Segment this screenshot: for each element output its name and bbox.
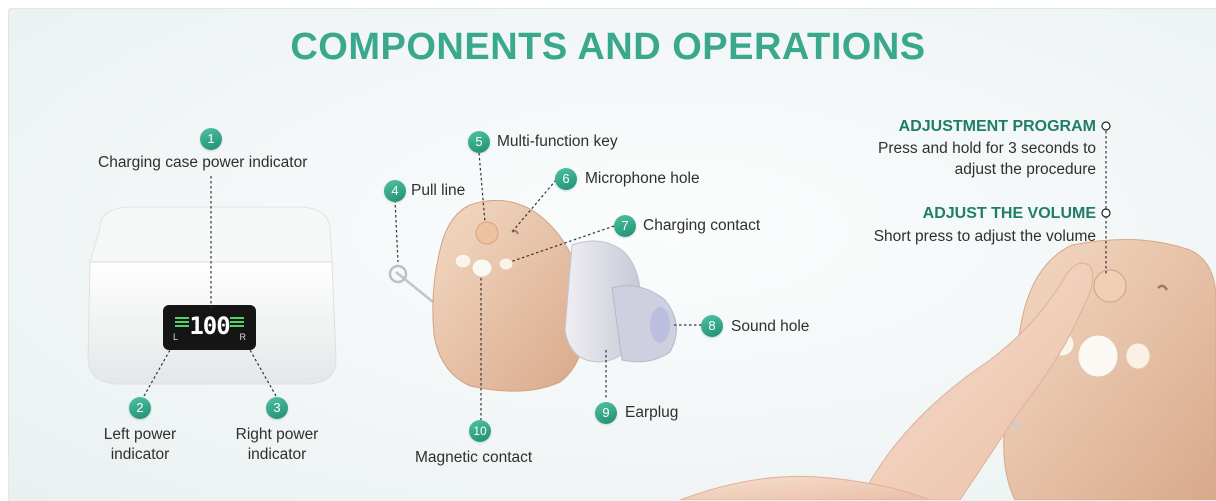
display-bars-left: [175, 317, 189, 329]
callout-badge-8: 8: [701, 315, 723, 337]
hearing-aid: [388, 199, 677, 392]
display-bars-right: [230, 317, 244, 329]
callout-label-2-line1: Left power: [103, 426, 177, 443]
case-display-screen: [163, 305, 256, 350]
operation-desc-line: Short press to adjust the volume: [873, 228, 1096, 245]
left-contact: [454, 253, 472, 269]
callout-badge-5: 5: [468, 131, 490, 153]
callout-label-9: Earplug: [625, 404, 679, 421]
pull-line-ring: [388, 264, 408, 284]
operation-desc-adjustment-program: Press and hold for 3 seconds to adjust t…: [878, 138, 1096, 180]
multi-function-key: [475, 221, 499, 245]
callout-label-3: Right power indicator: [217, 425, 337, 465]
op-marker-1: [1101, 121, 1111, 131]
operation-desc-adjust-volume: Short press to adjust the volume: [874, 226, 1096, 247]
callout-label-2-line2: indicator: [110, 446, 170, 463]
charging-case: [87, 206, 337, 385]
callout-label-1: Charging case power indicator: [98, 154, 308, 171]
callout-badge-3: 3: [266, 397, 288, 419]
callout-badge-1: 1: [200, 128, 222, 150]
callout-badge-10: 10: [469, 420, 491, 442]
magnetic-contact-pad: [471, 258, 493, 278]
display-value: 100: [189, 312, 230, 340]
device-button: [1093, 269, 1127, 303]
callout-label-8: Sound hole: [731, 318, 810, 335]
operation-desc-line: adjust the procedure: [954, 161, 1096, 178]
callout-label-3-line1: Right power: [235, 426, 319, 443]
callout-label-4: Pull line: [411, 182, 466, 199]
callout-label-3-line2: indicator: [247, 446, 307, 463]
op-marker-2: [1101, 208, 1111, 218]
operation-heading-adjust-volume: ADJUST THE VOLUME: [922, 205, 1096, 222]
operation-desc-line: Press and hold for 3 seconds to: [878, 140, 1096, 157]
page-title: COMPONENTS AND OPERATIONS: [290, 26, 926, 68]
hand-with-device: [679, 239, 1216, 500]
callout-badge-6: 6: [555, 168, 577, 190]
callout-badge-4: 4: [384, 180, 406, 202]
callout-badge-7: 7: [614, 215, 636, 237]
callout-badge-2: 2: [129, 397, 151, 419]
charging-contact-pad: [498, 257, 514, 271]
callout-label-2: Left power indicator: [80, 425, 200, 465]
display-left-letter: L: [173, 332, 179, 342]
callout-label-5: Multi-function key: [497, 133, 618, 150]
callout-label-6: Microphone hole: [585, 170, 700, 187]
callout-label-7: Charging contact: [643, 217, 761, 234]
operation-heading-adjustment-program: ADJUSTMENT PROGRAM: [898, 118, 1096, 135]
callout-badge-9: 9: [595, 402, 617, 424]
callout-label-10: Magnetic contact: [415, 449, 533, 466]
case-display: 100 L R: [163, 305, 256, 350]
leader-lines: [143, 131, 1107, 420]
display-right-letter: R: [239, 332, 247, 342]
